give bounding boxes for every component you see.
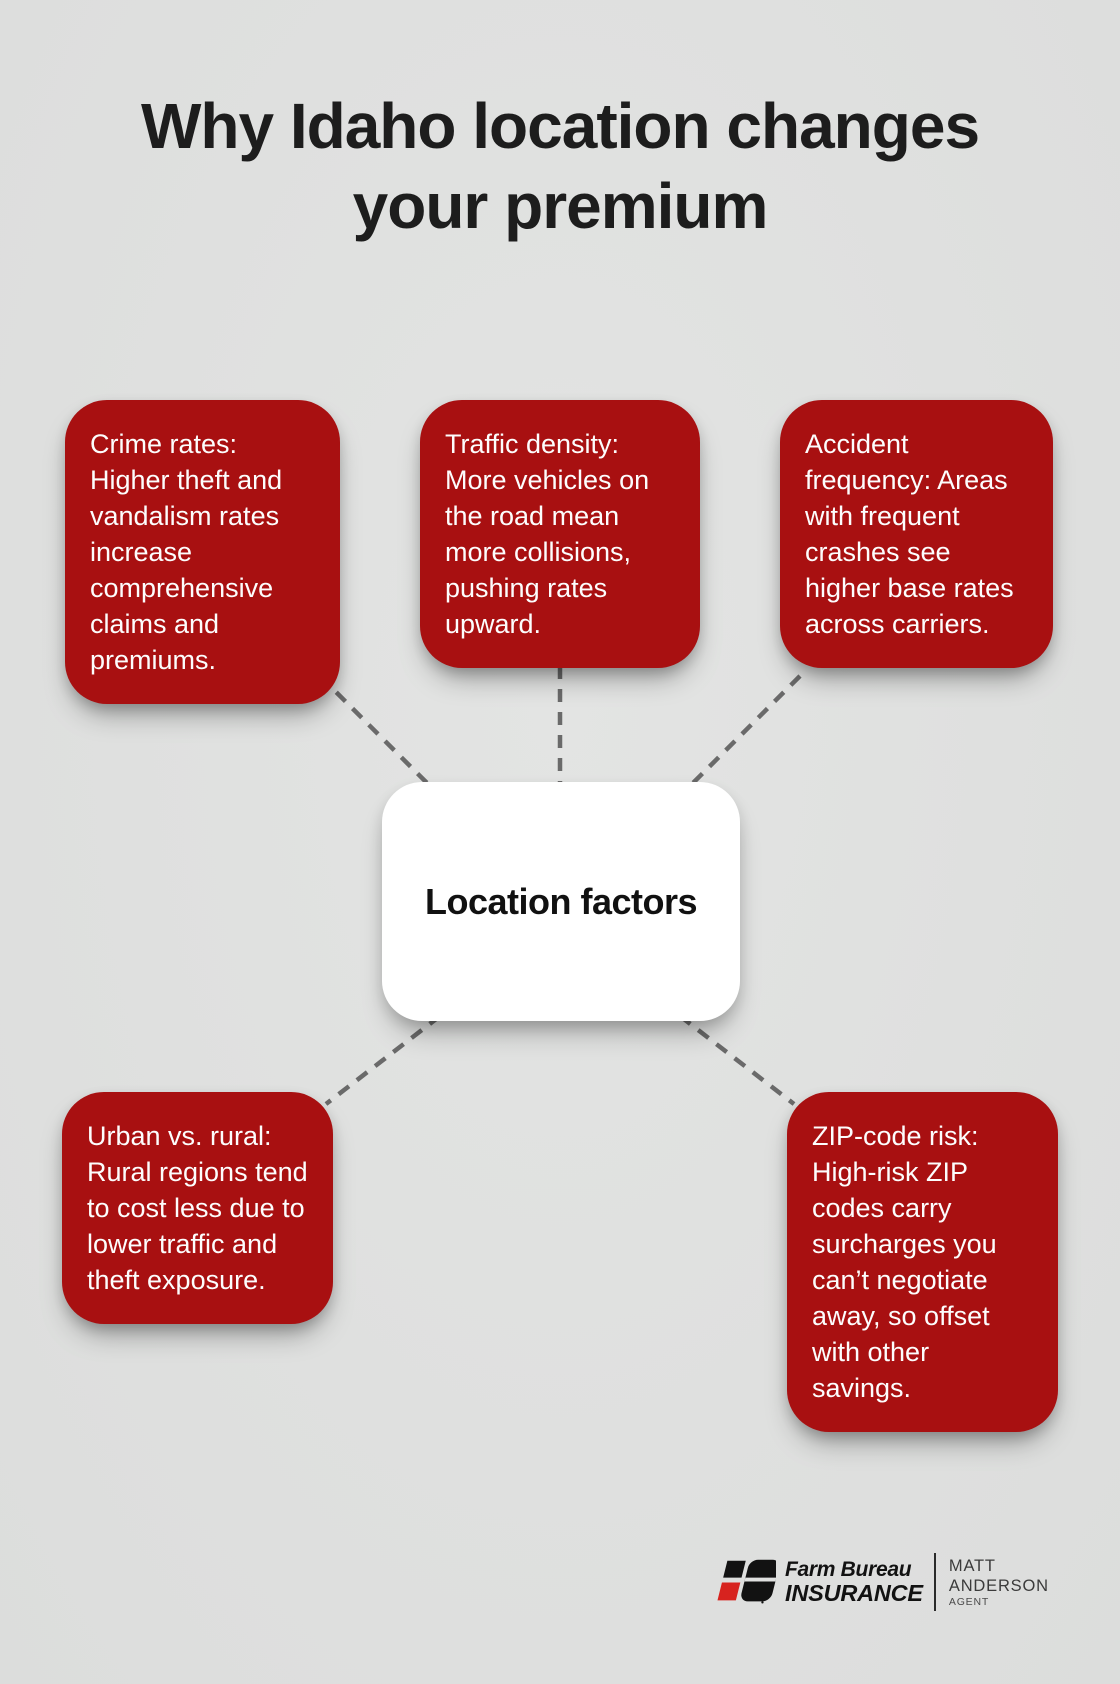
connector-accident-to-center [681,674,802,795]
center-node: Location factors [382,782,740,1021]
agent-info: MATT ANDERSON AGENT [949,1556,1049,1609]
page-title-line1: Why Idaho location changes [140,90,980,162]
page-title-line2: your premium [352,170,769,242]
factor-box-accident-frequency: Accident frequency: Areas with frequent … [780,400,1053,668]
factor-box-crime-rates: Crime rates: Higher theft and vandalism … [65,400,340,704]
farm-bureau-logo-icon [717,1559,776,1604]
factor-box-zip-code-risk: ZIP-code risk: High-risk ZIP codes carry… [787,1092,1058,1432]
brand-name: Farm Bureau INSURANCE [785,1558,923,1606]
page-title: Why Idaho location changes your premium [0,86,1120,246]
factor-box-traffic-density: Traffic density: More vehicles on the ro… [420,400,700,668]
center-node-label: Location factors [424,880,698,922]
connector-center-to-urban [324,1014,442,1106]
brand-name-line2: INSURANCE [785,1580,923,1606]
agent-first-name: MATT [948,1556,996,1575]
connector-center-to-zip [678,1014,796,1106]
brand-name-line1: Farm Bureau [785,1558,912,1581]
connector-crime-to-center [318,674,439,795]
agent-last-name: ANDERSON [948,1576,1049,1595]
footer-brand: Farm Bureau INSURANCE MATT ANDERSON AGEN… [716,1550,1049,1614]
agent-role-label: AGENT [948,1595,990,1608]
factor-box-urban-vs-rural: Urban vs. rural: Rural regions tend to c… [62,1092,333,1324]
footer-divider [933,1553,936,1611]
